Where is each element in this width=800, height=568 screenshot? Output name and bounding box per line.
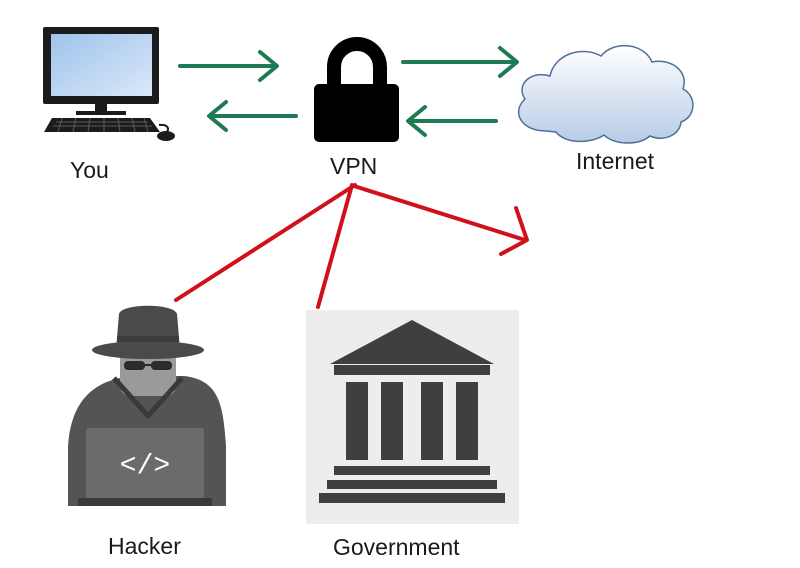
- arrow-you-to-vpn: [178, 50, 279, 82]
- line-vpn-to-government: [316, 183, 354, 309]
- label-government: Government: [333, 534, 460, 560]
- label-internet: Internet: [576, 148, 654, 174]
- cloud-icon: [517, 44, 694, 144]
- arrow-vpn-to-internet: [401, 46, 519, 78]
- label-hacker: Hacker: [108, 533, 181, 559]
- arrow-vpn-to-right: [352, 184, 529, 256]
- padlock-icon: [314, 37, 399, 142]
- desktop-computer-icon: [43, 27, 175, 141]
- line-vpn-to-hacker: [174, 183, 357, 302]
- arrow-vpn-to-you: [207, 100, 298, 132]
- hacker-screen-code: </>: [120, 451, 170, 482]
- arrow-internet-to-vpn: [406, 105, 498, 137]
- label-you: You: [70, 157, 109, 183]
- label-vpn: VPN: [330, 153, 378, 179]
- hacker-icon: </>: [68, 305, 226, 506]
- government-building-icon: [306, 310, 519, 524]
